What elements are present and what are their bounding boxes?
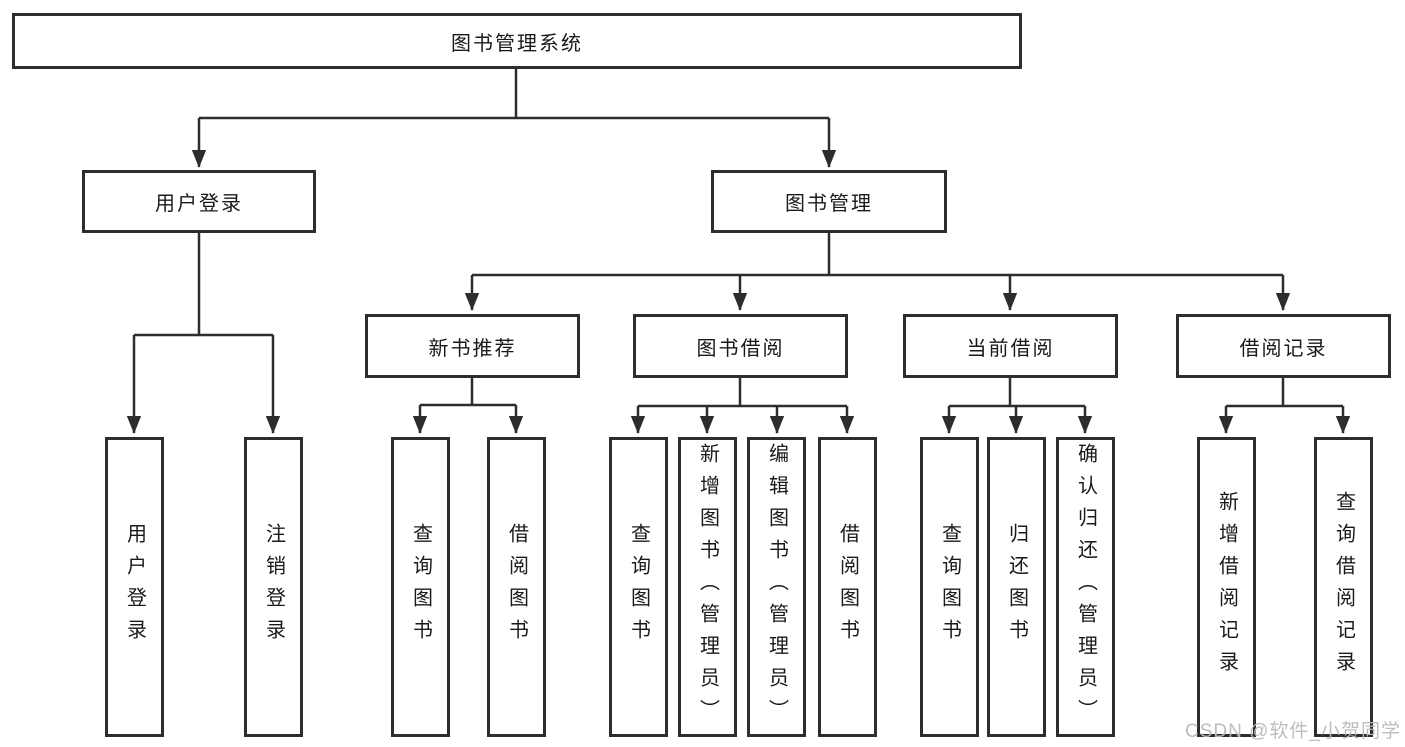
node-borrowing-records: 借阅记录: [1176, 314, 1391, 378]
node-label: 图书借阅: [696, 337, 785, 360]
leaf-query-books: 查询图书: [391, 437, 450, 737]
leaf-add-books-admin: 新增图书（管理员）: [678, 437, 737, 737]
leaf-add-borrow-record: 新增借阅记录: [1197, 437, 1256, 737]
leaf-confirm-return-admin: 确认归还（管理员）: [1056, 437, 1115, 737]
leaf-edit-books-admin: 编辑图书（管理员）: [747, 437, 806, 737]
node-label: 借阅记录: [1239, 337, 1328, 360]
leaf-return-books: 归还图书: [987, 437, 1046, 737]
leaf-borrow-books: 借阅图书: [487, 437, 546, 737]
node-label: 当前借阅: [966, 337, 1055, 360]
leaf-query-books: 查询图书: [920, 437, 979, 737]
csdn-watermark: CSDN @软件_小贺同学: [1185, 721, 1401, 742]
leaf-user-login: 用户登录: [105, 437, 164, 737]
leaf-logout: 注销登录: [244, 437, 303, 737]
leaf-query-books: 查询图书: [609, 437, 668, 737]
node-label: 图书管理: [785, 193, 873, 215]
node-library-management-system: 图书管理系统: [12, 13, 1022, 69]
leaf-query-borrow-record: 查询借阅记录: [1314, 437, 1373, 737]
node-book-management: 图书管理: [711, 170, 947, 233]
node-label: 用户登录: [155, 193, 243, 215]
node-label: 图书管理系统: [451, 32, 583, 55]
node-user-login: 用户登录: [82, 170, 316, 233]
node-label: 新书推荐: [428, 337, 517, 360]
leaf-borrow-books: 借阅图书: [818, 437, 877, 737]
node-new-book-recommend: 新书推荐: [365, 314, 580, 378]
node-current-borrowing: 当前借阅: [903, 314, 1118, 378]
node-book-borrowing: 图书借阅: [633, 314, 848, 378]
